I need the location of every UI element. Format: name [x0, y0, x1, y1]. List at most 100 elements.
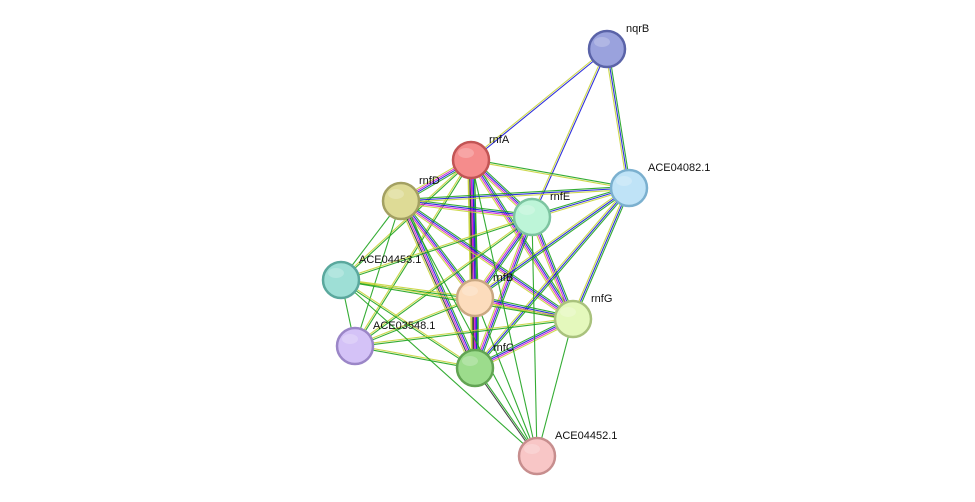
edge-evidence-line — [340, 280, 475, 370]
edge-evidence-line — [341, 278, 476, 368]
edge-evidence-line — [341, 217, 533, 282]
edge-evidence-line — [400, 201, 573, 321]
node-circle[interactable] — [553, 299, 593, 339]
edge-evidence-line — [473, 159, 479, 368]
node-circle[interactable] — [451, 140, 491, 180]
edge-evidence-line — [573, 188, 631, 320]
node-circle[interactable] — [381, 181, 421, 221]
edge-evidence-line — [536, 318, 574, 457]
node-rnfB[interactable]: rnfB — [455, 272, 513, 318]
edge-ACE04082.1-rnfG[interactable] — [571, 187, 631, 320]
node-label: rnfG — [591, 293, 612, 305]
edge-evidence-line — [608, 48, 632, 188]
edge-evidence-line — [341, 278, 476, 298]
edge-evidence-line — [606, 48, 630, 189]
edges-layer — [340, 47, 632, 457]
edge-evidence-line — [400, 200, 538, 457]
edge-evidence-line — [355, 319, 574, 348]
edge-evidence-line — [604, 49, 628, 189]
edge-evidence-line — [400, 185, 629, 200]
edge-nqrB-ACE04082.1[interactable] — [604, 48, 632, 189]
node-ACE04453.1[interactable]: ACE04453.1 — [321, 254, 421, 300]
edge-rnfG-ACE03548.1[interactable] — [354, 317, 574, 348]
node-circle[interactable] — [609, 168, 649, 208]
edge-evidence-line — [473, 216, 532, 368]
edge-ACE04453.1-ACE04452.1[interactable] — [340, 279, 538, 457]
node-label: rnfB — [493, 272, 513, 284]
edge-evidence-line — [472, 159, 478, 368]
edge-rnfE-ACE04453.1[interactable] — [340, 215, 533, 282]
node-circle[interactable] — [517, 436, 557, 476]
node-nqrB[interactable]: nqrB — [587, 23, 649, 69]
node-label: nqrB — [626, 23, 649, 35]
edge-rnfA-ACE03548.1[interactable] — [353, 159, 473, 347]
node-circle[interactable] — [335, 326, 375, 366]
edge-evidence-line — [340, 215, 532, 280]
edge-evidence-line — [531, 216, 538, 457]
edge-evidence-line — [474, 187, 630, 369]
edge-rnfG-ACE04452.1[interactable] — [536, 318, 574, 457]
edge-evidence-line — [401, 199, 533, 217]
node-ACE04082.1[interactable]: ACE04082.1 — [609, 162, 710, 208]
edge-rnfE-ACE04452.1[interactable] — [531, 216, 538, 457]
edge-rnfC-ACE04453.1[interactable] — [340, 278, 476, 370]
edge-evidence-line — [400, 187, 630, 202]
edge-evidence-line — [472, 158, 576, 319]
edge-rnfD-ACE03548.1[interactable] — [354, 200, 402, 347]
edge-rnfB-ACE03548.1[interactable] — [354, 296, 476, 348]
edge-evidence-line — [354, 296, 475, 346]
edge-evidence-line — [470, 160, 629, 190]
edge-rnfC-ACE03548.1[interactable] — [354, 344, 476, 370]
node-ACE04452.1[interactable]: ACE04452.1 — [517, 430, 617, 476]
edge-evidence-line — [399, 201, 475, 299]
edge-evidence-line — [401, 199, 574, 319]
edge-evidence-line — [470, 159, 538, 457]
edge-evidence-line — [470, 159, 476, 369]
edge-evidence-line — [472, 215, 531, 368]
edge-evidence-line — [400, 202, 532, 220]
edge-ACE04082.1-rnfB[interactable] — [473, 186, 631, 300]
node-ACE03548.1[interactable]: ACE03548.1 — [335, 320, 435, 366]
node-label: ACE03548.1 — [373, 320, 435, 332]
edge-evidence-line — [473, 186, 629, 298]
node-rnfC[interactable]: rnfC — [455, 342, 514, 388]
edge-evidence-line — [532, 49, 609, 218]
edge-evidence-line — [471, 49, 608, 162]
edge-nqrB-rnfE[interactable] — [530, 48, 609, 218]
edge-ACE04082.1-rnfC[interactable] — [473, 186, 631, 370]
node-highlight — [560, 307, 576, 317]
edge-evidence-line — [474, 187, 630, 299]
edge-nqrB-rnfA[interactable] — [470, 47, 608, 162]
node-rnfD[interactable]: rnfD — [381, 175, 440, 221]
node-highlight — [519, 205, 535, 215]
edge-rnfA-ACE04452.1[interactable] — [470, 159, 538, 457]
edge-rnfD-ACE04452.1[interactable] — [400, 200, 538, 457]
node-label: rnfA — [489, 134, 510, 146]
node-circle[interactable] — [587, 29, 627, 69]
edge-evidence-line — [572, 187, 630, 320]
node-label: ACE04452.1 — [555, 430, 617, 442]
node-label: ACE04082.1 — [648, 162, 710, 174]
edge-evidence-line — [474, 297, 538, 457]
edge-evidence-line — [399, 202, 572, 322]
node-circle[interactable] — [512, 197, 552, 237]
node-highlight — [458, 148, 474, 158]
edge-rnfE-rnfC[interactable] — [472, 215, 535, 370]
edge-evidence-line — [475, 217, 534, 369]
node-rnfA[interactable]: rnfA — [451, 134, 510, 180]
node-circle[interactable] — [321, 260, 361, 300]
edge-rnfD-rnfG[interactable] — [399, 198, 575, 322]
edge-rnfD-ACE04082.1[interactable] — [400, 185, 630, 204]
edge-rnfB-ACE04452.1[interactable] — [474, 297, 538, 457]
node-rnfG[interactable]: rnfG — [553, 293, 612, 339]
edge-rnfB-ACE04453.1[interactable] — [340, 278, 476, 300]
edge-rnfA-ACE04082.1[interactable] — [470, 158, 630, 190]
node-rnfE[interactable]: rnfE — [512, 191, 570, 237]
node-circle[interactable] — [455, 278, 495, 318]
node-label: rnfD — [419, 175, 440, 187]
node-highlight — [594, 37, 610, 47]
node-highlight — [342, 334, 358, 344]
node-circle[interactable] — [455, 348, 495, 388]
edge-evidence-line — [402, 198, 575, 318]
edge-evidence-line — [400, 201, 532, 219]
